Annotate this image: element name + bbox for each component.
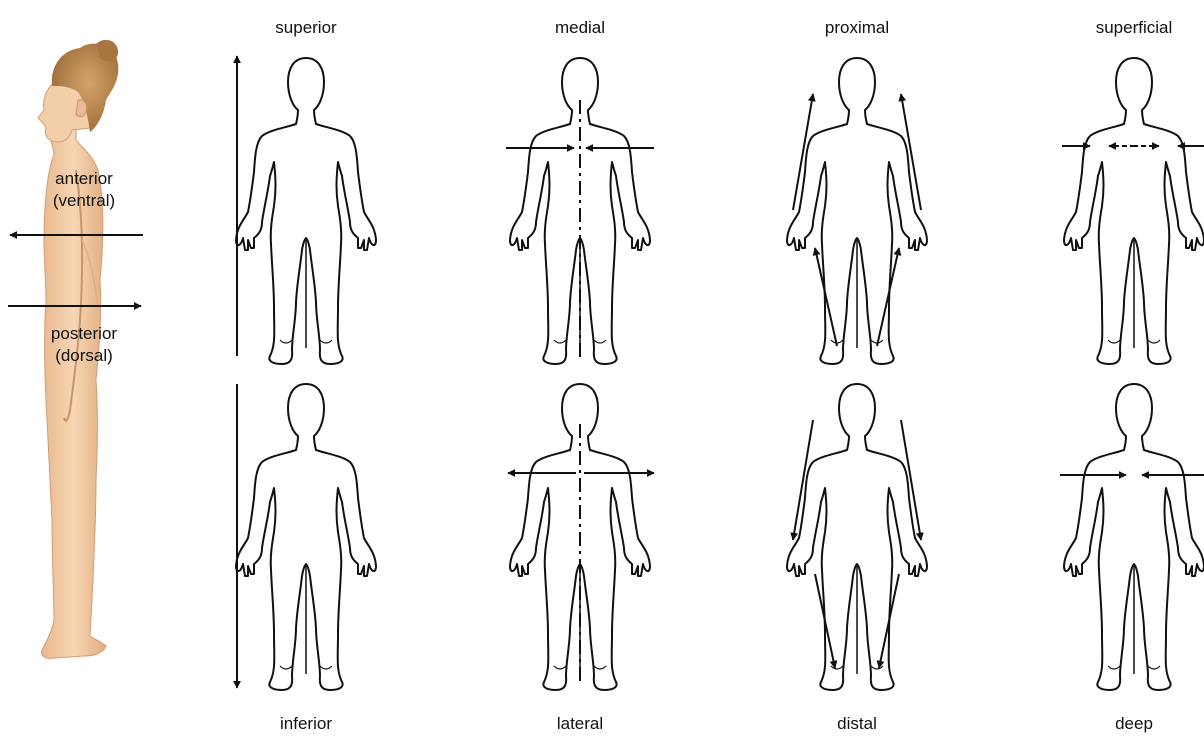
panel-medial-lateral: medial lateral <box>506 18 654 733</box>
dorsal-label: (dorsal) <box>55 346 113 365</box>
body-outline-proximal <box>787 58 927 364</box>
panel-superficial-deep: superficial deep <box>1060 18 1204 733</box>
posterior-label: posterior <box>51 324 117 343</box>
lateral-label: lateral <box>557 714 603 733</box>
superior-label: superior <box>275 18 337 37</box>
body-outline-inferior <box>236 384 376 690</box>
panel-proximal-distal: proximal distal <box>787 18 927 733</box>
ventral-label: (ventral) <box>53 191 115 210</box>
body-outline-superficial <box>1064 58 1204 364</box>
superficial-label: superficial <box>1096 18 1173 37</box>
panel-superior-inferior: superior inferior <box>236 18 376 733</box>
side-figure: anterior (ventral) posterior (dorsal) <box>8 40 143 659</box>
proximal-label: proximal <box>825 18 889 37</box>
deep-label: deep <box>1115 714 1153 733</box>
body-outline-superior <box>236 58 376 364</box>
inferior-label: inferior <box>280 714 332 733</box>
anterior-label: anterior <box>55 169 113 188</box>
body-outline-deep <box>1064 384 1204 690</box>
body-outline-distal <box>787 384 927 690</box>
ear-icon <box>76 100 87 117</box>
distal-label: distal <box>837 714 877 733</box>
medial-label: medial <box>555 18 605 37</box>
